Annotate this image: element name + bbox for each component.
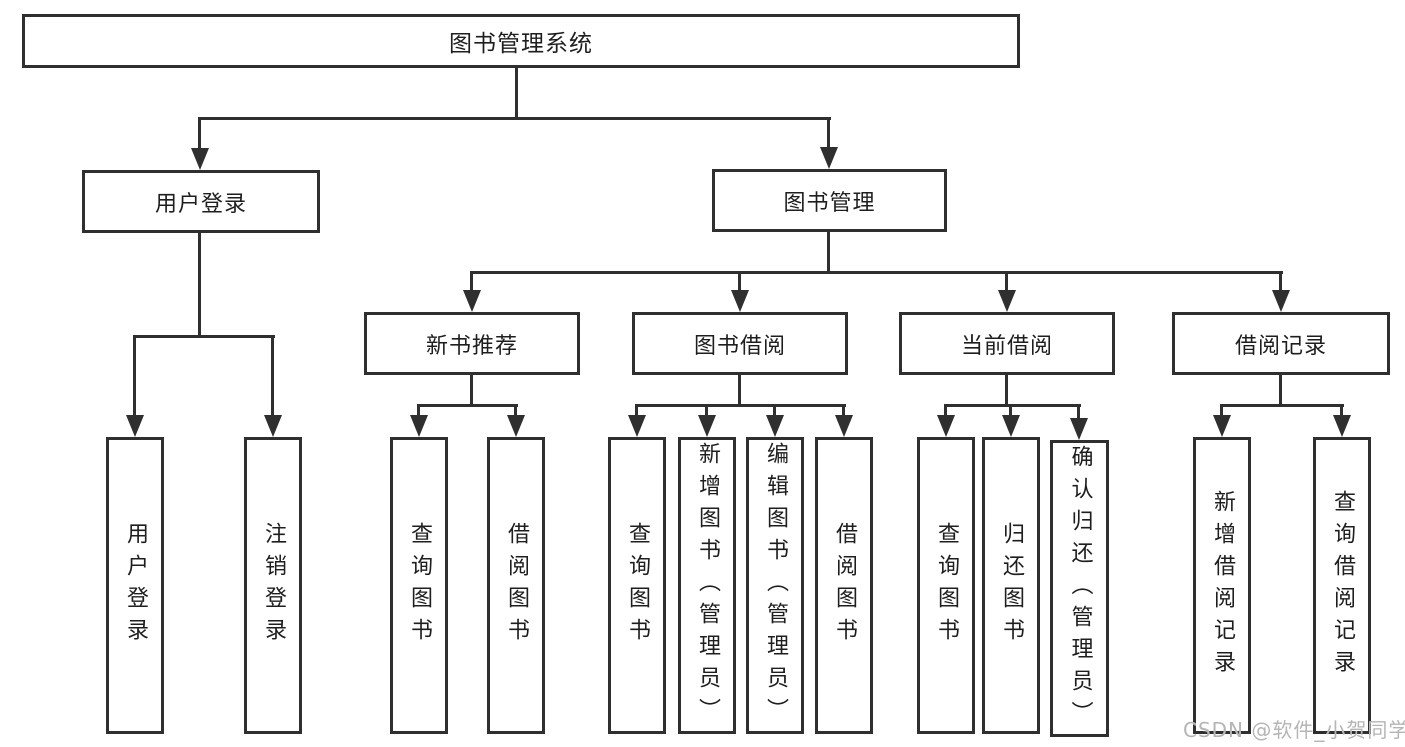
- leaf-add-borrow-record: 新增借阅记录: [1193, 437, 1251, 734]
- connector-line: [1220, 404, 1344, 407]
- node-current-borrowing: 当前借阅: [899, 312, 1115, 375]
- leaf-label: 借阅图书: [832, 521, 857, 650]
- connector-line: [470, 271, 1283, 274]
- connector-line: [198, 117, 831, 120]
- connector-line: [738, 375, 741, 407]
- connector-line: [635, 404, 846, 407]
- arrow-down-icon: [835, 415, 853, 437]
- arrow-down-icon: [731, 290, 749, 312]
- arrow-down-icon: [766, 415, 784, 437]
- connector-line: [635, 404, 638, 417]
- connector-line: [198, 117, 201, 149]
- connector-line: [738, 271, 741, 292]
- connector-line: [198, 233, 201, 337]
- arrow-down-icon: [507, 415, 525, 437]
- leaf-logout: 注销登录: [244, 437, 302, 734]
- arrow-down-icon: [628, 415, 646, 437]
- leaf-user-login: 用户登录: [106, 437, 164, 734]
- connector-line: [827, 232, 830, 273]
- arrow-down-icon: [126, 415, 144, 437]
- leaf-label: 查询图书: [407, 521, 432, 650]
- node-user-login: 用户登录: [82, 170, 320, 233]
- leaf-add-book-admin: 新增图书（管理员）: [678, 437, 736, 734]
- connector-line: [1220, 404, 1223, 417]
- connector-line: [1340, 404, 1343, 417]
- arrow-down-icon: [1333, 415, 1351, 437]
- arrow-down-icon: [1002, 415, 1020, 437]
- arrow-down-icon: [937, 415, 955, 437]
- leaf-label: 新增借阅记录: [1210, 489, 1235, 682]
- csdn-watermark: CSDN @软件_小贺同学: [1183, 718, 1405, 742]
- leaf-label: 新增图书（管理员）: [695, 441, 720, 730]
- arrow-down-icon: [463, 290, 481, 312]
- leaf-query-books-3: 查询图书: [917, 437, 975, 734]
- node-book-management: 图书管理: [712, 169, 947, 232]
- leaf-label: 确认归还（管理员）: [1067, 444, 1093, 733]
- arrow-down-icon: [1070, 418, 1088, 440]
- connector-line: [827, 117, 830, 148]
- connector-line: [944, 404, 1081, 407]
- connector-line: [1005, 271, 1008, 292]
- connector-line: [417, 404, 420, 417]
- leaf-borrow-books-1: 借阅图书: [487, 437, 545, 734]
- leaf-label: 用户登录: [123, 521, 148, 650]
- leaf-query-books-1: 查询图书: [390, 437, 448, 734]
- node-library-management-system: 图书管理系统: [22, 14, 1020, 68]
- arrow-down-icon: [998, 290, 1016, 312]
- leaf-label: 注销登录: [261, 521, 286, 650]
- node-book-borrowing: 图书借阅: [632, 312, 848, 375]
- arrow-down-icon: [264, 415, 282, 437]
- connector-line: [705, 404, 708, 417]
- connector-line: [417, 404, 518, 407]
- leaf-label: 编辑图书（管理员）: [763, 441, 788, 730]
- arrow-down-icon: [1213, 415, 1231, 437]
- leaf-return-books: 归还图书: [982, 437, 1040, 734]
- leaf-query-borrow-record: 查询借阅记录: [1313, 437, 1371, 734]
- leaf-label: 查询图书: [934, 521, 959, 650]
- arrow-down-icon: [410, 415, 428, 437]
- connector-line: [470, 271, 473, 292]
- connector-line: [470, 375, 473, 407]
- leaf-borrow-books-2: 借阅图书: [815, 437, 873, 734]
- leaf-confirm-return-admin: 确认归还（管理员）: [1050, 440, 1109, 737]
- connector-line: [133, 335, 136, 417]
- connector-line: [514, 404, 517, 417]
- leaf-label: 查询借阅记录: [1330, 489, 1355, 682]
- connector-line: [842, 404, 845, 417]
- leaf-edit-book-admin: 编辑图书（管理员）: [746, 437, 804, 734]
- connector-line: [944, 404, 947, 417]
- arrow-down-icon: [1272, 290, 1290, 312]
- node-new-book-recommendation: 新书推荐: [364, 312, 580, 375]
- arrow-down-icon: [191, 148, 209, 170]
- arrow-down-icon: [698, 415, 716, 437]
- connector-line: [1005, 375, 1008, 407]
- node-borrowing-records: 借阅记录: [1172, 312, 1390, 375]
- connector-line: [515, 68, 518, 119]
- leaf-label: 借阅图书: [504, 521, 529, 650]
- connector-line: [1077, 404, 1080, 419]
- connector-line: [773, 404, 776, 417]
- connector-line: [1279, 271, 1282, 292]
- connector-line: [271, 335, 274, 417]
- connector-line: [1279, 375, 1282, 407]
- leaf-label: 查询图书: [625, 521, 650, 650]
- leaf-query-books-2: 查询图书: [608, 437, 666, 734]
- arrow-down-icon: [820, 147, 838, 169]
- leaf-label: 归还图书: [999, 521, 1024, 650]
- connector-line: [1009, 404, 1012, 417]
- connector-line: [133, 335, 275, 338]
